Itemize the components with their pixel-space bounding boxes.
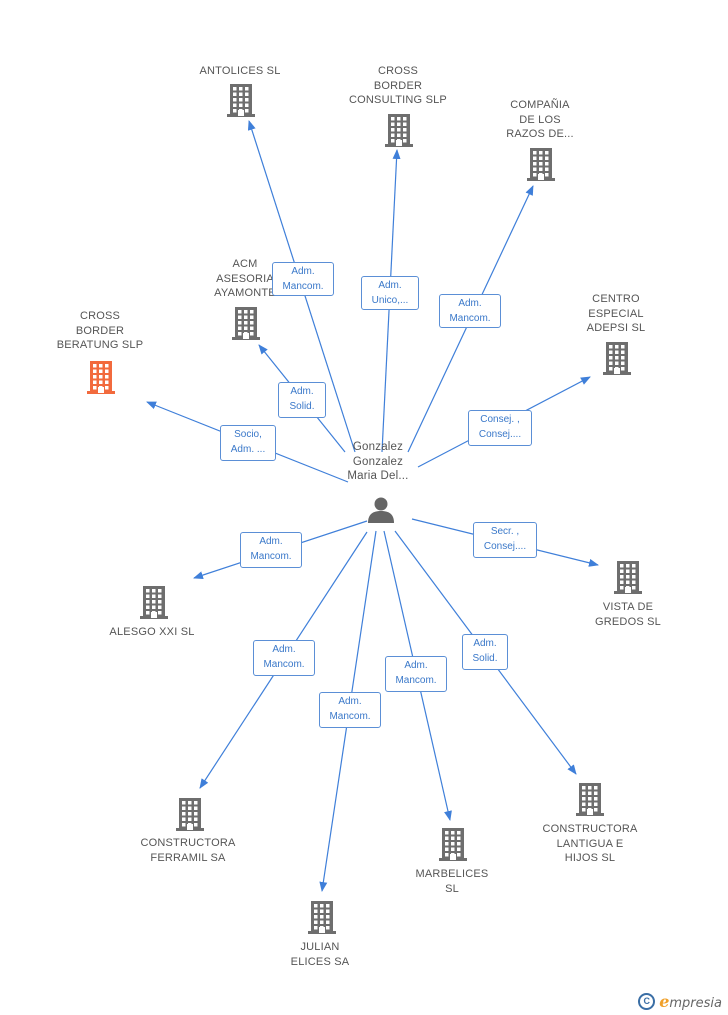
company-name-vista[interactable]: VISTA DE GREDOS SL	[595, 601, 661, 628]
building-icon-vista[interactable]	[612, 559, 644, 600]
company-name-alesgo[interactable]: ALESGO XXI SL	[109, 626, 195, 638]
relation-label-cross-consulting[interactable]: Adm. Unico,...	[361, 276, 419, 310]
company-name-cross-beratung[interactable]: CROSS BORDER BERATUNG SLP	[56, 310, 144, 351]
person-icon	[368, 497, 394, 523]
relation-label-cross-beratung[interactable]: Socio, Adm. ...	[220, 425, 276, 461]
building-icon-marbelices[interactable]	[437, 826, 469, 867]
company-name-acm[interactable]: ACM ASESORIA AYAMONTE	[214, 258, 276, 299]
company-name-marbelices[interactable]: MARBELICES SL	[415, 868, 489, 895]
building-icon-cross-consulting[interactable]	[383, 112, 415, 153]
relation-label-julian[interactable]: Adm. Mancom.	[319, 692, 381, 728]
building-icon-antolices[interactable]	[225, 82, 257, 123]
relation-label-vista[interactable]: Secr. , Consej....	[473, 522, 537, 558]
building-icon-cross-beratung[interactable]	[85, 359, 117, 400]
company-name-cross-consulting[interactable]: CROSS BORDER CONSULTING SLP	[349, 65, 447, 106]
company-name-compania[interactable]: COMPAÑIA DE LOS RAZOS DE...	[506, 99, 574, 140]
brand-logo: empresia	[659, 992, 722, 1011]
company-name-ferramil[interactable]: CONSTRUCTORA FERRAMIL SA	[140, 837, 236, 864]
building-icon-julian[interactable]	[306, 899, 338, 940]
company-name-lantigua[interactable]: CONSTRUCTORA LANTIGUA E HIJOS SL	[542, 823, 638, 864]
person-name[interactable]: Gonzalez Gonzalez Maria Del...	[347, 441, 409, 482]
building-icon-compania[interactable]	[525, 146, 557, 187]
relation-label-antolices[interactable]: Adm. Mancom.	[272, 262, 334, 296]
building-icon-centro[interactable]	[601, 340, 633, 381]
relation-label-compania[interactable]: Adm. Mancom.	[439, 294, 501, 328]
relation-label-ferramil[interactable]: Adm. Mancom.	[253, 640, 315, 676]
building-icon-acm[interactable]	[230, 305, 262, 346]
company-name-centro[interactable]: CENTRO ESPECIAL ADEPSI SL	[586, 293, 646, 334]
company-name-julian[interactable]: JULIAN ELICES SA	[290, 941, 350, 968]
relation-label-alesgo[interactable]: Adm. Mancom.	[240, 532, 302, 568]
relation-label-acm[interactable]: Adm. Solid.	[278, 382, 326, 418]
relation-label-marbelices[interactable]: Adm. Mancom.	[385, 656, 447, 692]
building-icon-ferramil[interactable]	[174, 796, 206, 837]
relation-label-centro[interactable]: Consej. , Consej....	[468, 410, 532, 446]
building-icon-alesgo[interactable]	[138, 584, 170, 625]
building-icon-lantigua[interactable]	[574, 781, 606, 822]
relation-label-lantigua[interactable]: Adm. Solid.	[462, 634, 508, 670]
copyright-icon: C	[638, 993, 656, 1010]
brand-footer: C empresia	[638, 992, 722, 1011]
company-name-antolices[interactable]: ANTOLICES SL	[199, 65, 281, 77]
